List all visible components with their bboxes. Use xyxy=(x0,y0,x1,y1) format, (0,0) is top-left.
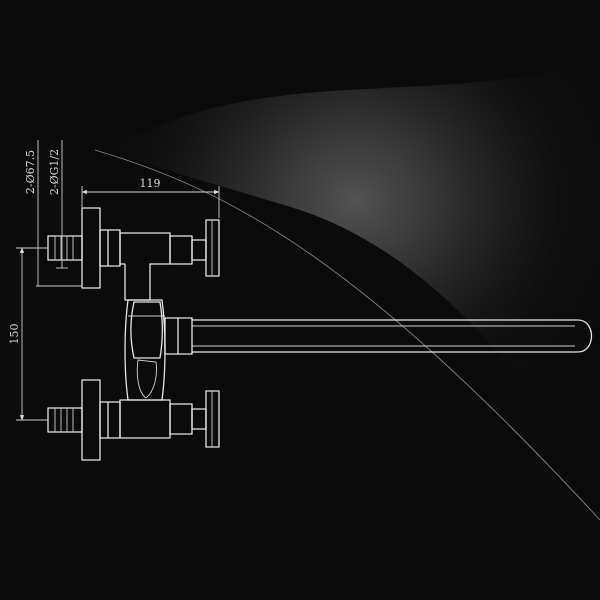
dimension-150-label: 150 xyxy=(8,324,21,345)
background-glow xyxy=(110,60,600,500)
dimension-flange-diameter-label: 2-Ø67.5 xyxy=(24,150,37,194)
dimension-150: 150 xyxy=(8,247,48,421)
glow-arc xyxy=(94,149,600,521)
dimension-thread-label: 2-ØG1/2 xyxy=(48,149,61,195)
dimension-flange-diameter: 2-Ø67.5 xyxy=(24,140,82,287)
spout xyxy=(164,317,592,355)
upper-handle xyxy=(169,219,220,277)
lower-handle xyxy=(169,390,220,448)
dimension-119-label: 119 xyxy=(140,177,161,190)
dimension-thread: 2-ØG1/2 xyxy=(48,140,68,269)
dimension-119: 119 xyxy=(81,177,220,218)
